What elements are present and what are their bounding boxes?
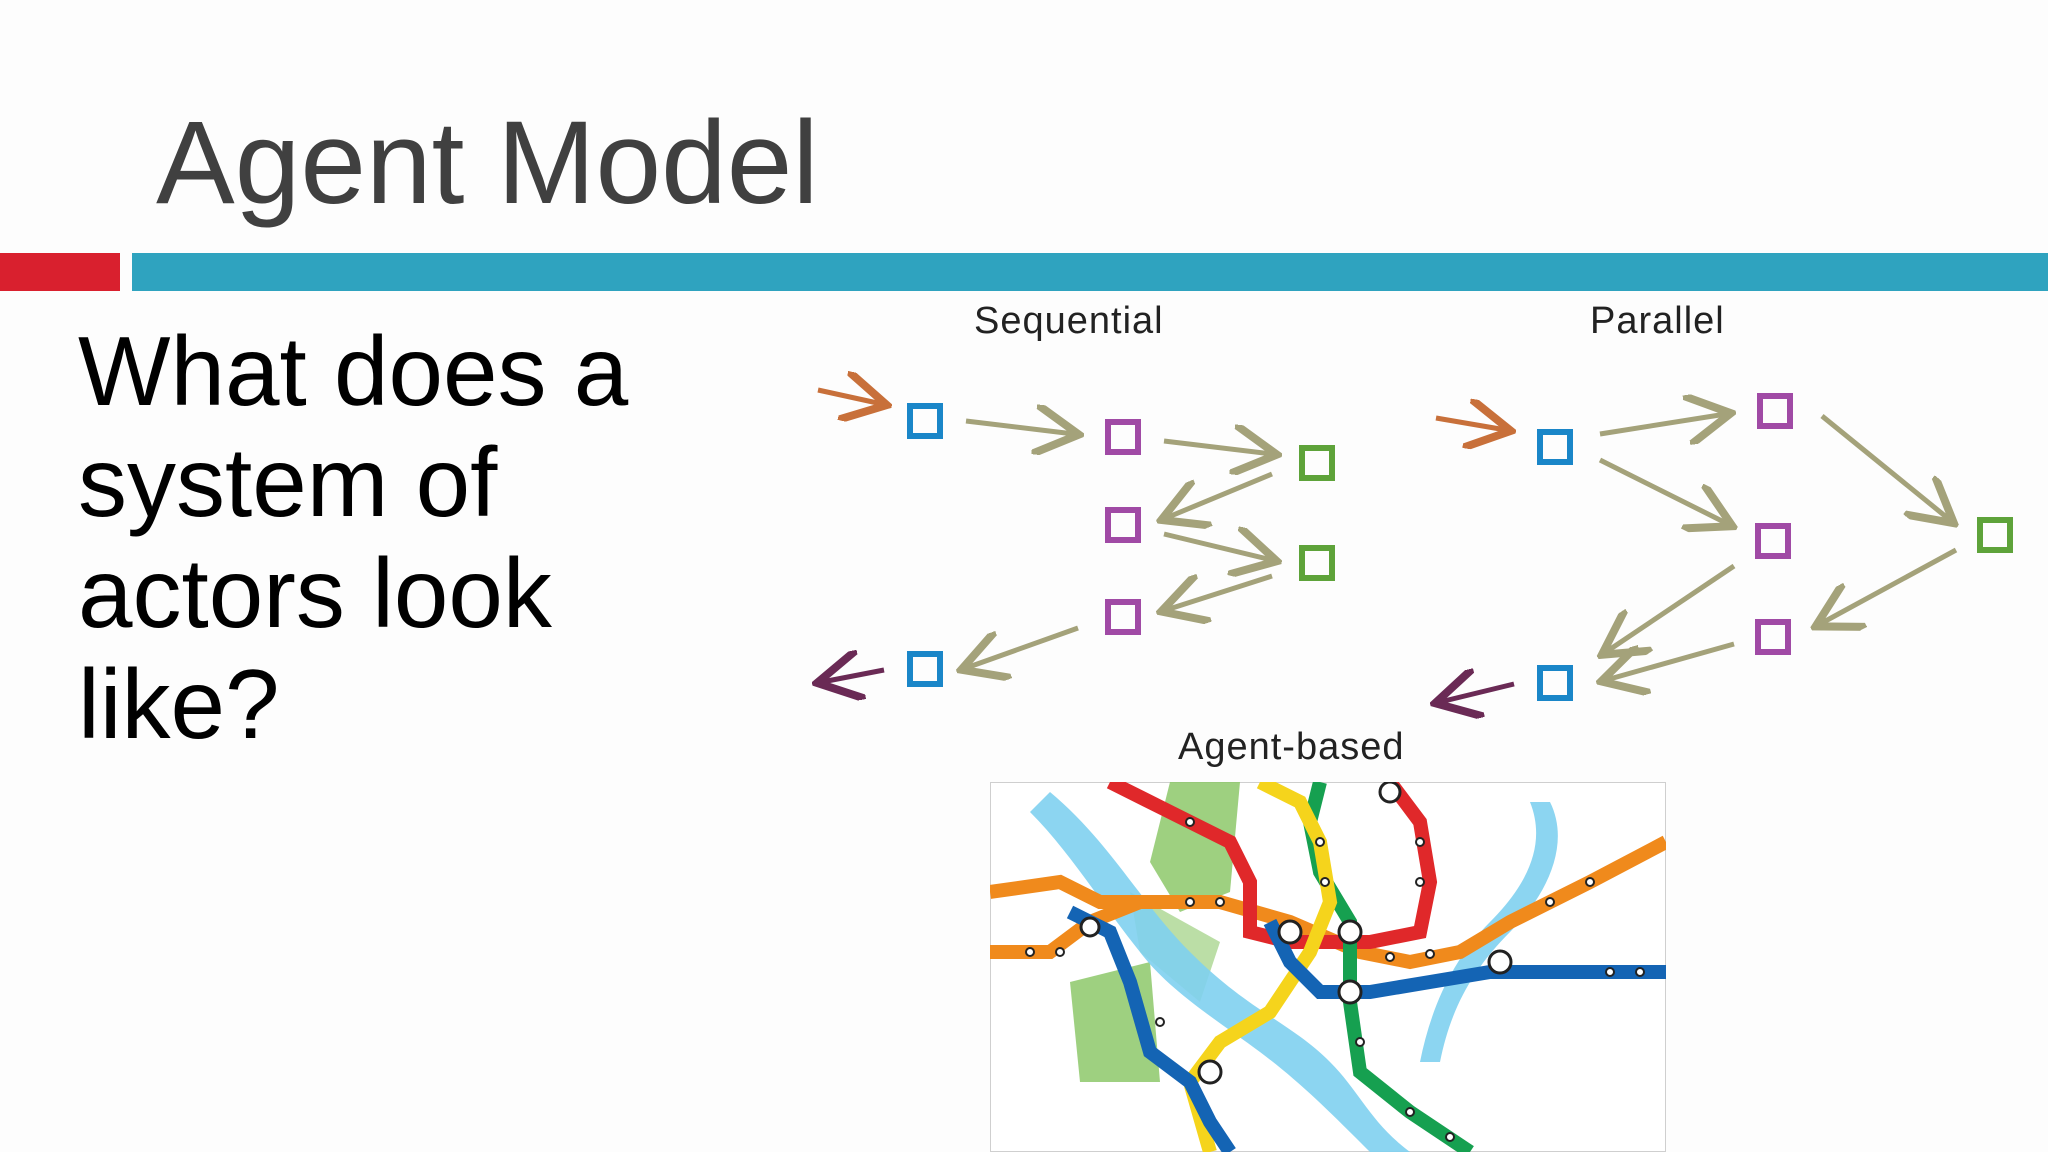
agent-based-transit-map xyxy=(990,782,1666,1152)
slide-title: Agent Model xyxy=(156,97,819,229)
parallel-label: Parallel xyxy=(1590,300,1725,342)
flow-arrow xyxy=(1166,471,1273,518)
fork-arrow xyxy=(1598,457,1728,524)
return-arrow xyxy=(1820,547,1958,624)
process-node xyxy=(1105,599,1141,635)
sequential-label: Sequential xyxy=(974,300,1164,342)
input-arrow xyxy=(1435,418,1506,430)
input-arrow xyxy=(817,390,882,404)
worker-node xyxy=(1299,545,1335,581)
join-arrow xyxy=(1820,414,1950,520)
worker-node xyxy=(1977,517,2013,553)
flow-arrow xyxy=(1163,441,1272,454)
return-arrow xyxy=(1606,641,1735,680)
process-node xyxy=(1757,393,1793,429)
question-text: What does a system of actors look like? xyxy=(78,316,629,759)
flow-arrow xyxy=(1166,573,1273,610)
process-node xyxy=(1105,419,1141,455)
parallel-diagram xyxy=(1435,393,2013,702)
worker-node xyxy=(1299,445,1335,481)
fork-arrow xyxy=(1599,414,1726,434)
flow-arrow xyxy=(965,421,1074,434)
accent-bar-teal xyxy=(132,253,2048,291)
accent-bar-red xyxy=(0,253,120,291)
flow-arrow xyxy=(1163,534,1272,560)
start-node xyxy=(907,403,943,439)
agent-based-label: Agent-based xyxy=(1178,726,1405,768)
output-arrow xyxy=(1440,684,1515,702)
process-node xyxy=(1755,523,1791,559)
process-node xyxy=(1755,619,1791,655)
start-node xyxy=(1537,429,1573,465)
flow-arrow xyxy=(966,625,1079,668)
end-node xyxy=(907,651,943,687)
output-arrow xyxy=(822,670,885,682)
process-node xyxy=(1105,507,1141,543)
end-node xyxy=(1537,665,1573,701)
return-arrow xyxy=(1606,563,1736,652)
sequential-diagram xyxy=(817,390,1335,687)
